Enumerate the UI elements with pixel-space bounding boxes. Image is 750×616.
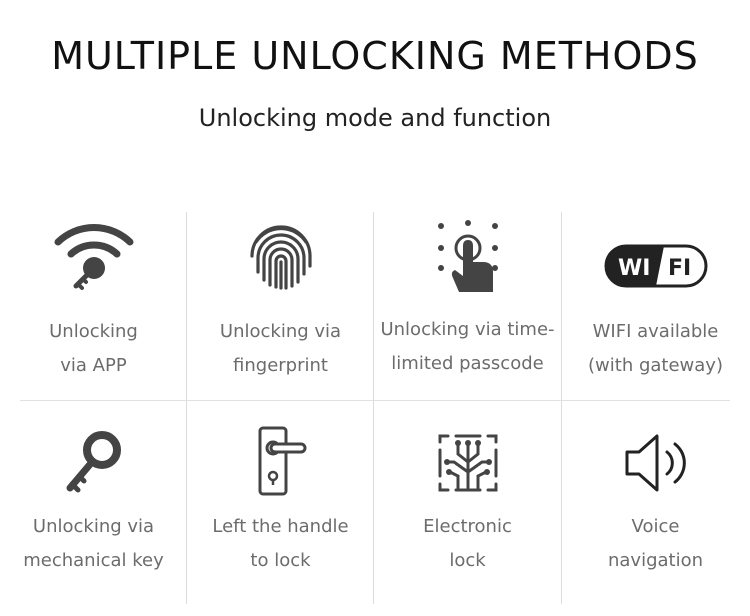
fingerprint-icon — [187, 222, 374, 290]
feature-wifi: WI FI WIFI available(with gateway) — [562, 212, 749, 402]
column-divider — [373, 212, 374, 604]
touch-keypad-icon — [374, 218, 561, 298]
speaker-icon — [562, 432, 749, 494]
column-divider — [561, 212, 562, 604]
row-divider — [20, 400, 730, 401]
column-divider — [186, 212, 187, 604]
door-handle-icon — [187, 426, 374, 498]
svg-text:FI: FI — [668, 256, 691, 281]
feature-label: Unlocking via time-limited passcode — [380, 319, 555, 374]
wifi-key-icon — [0, 220, 187, 292]
wifi-badge-icon: WI FI — [562, 244, 749, 288]
page-subtitle: Unlocking mode and function — [198, 104, 552, 132]
feature-label: WIFI available(with gateway) — [588, 321, 723, 376]
circuit-chip-icon — [374, 432, 561, 494]
key-icon — [0, 430, 187, 494]
feature-passcode: Unlocking via time-limited passcode — [374, 212, 561, 402]
svg-text:WI: WI — [618, 256, 650, 281]
page-title: MULTIPLE UNLOCKING METHODS — [51, 34, 699, 78]
